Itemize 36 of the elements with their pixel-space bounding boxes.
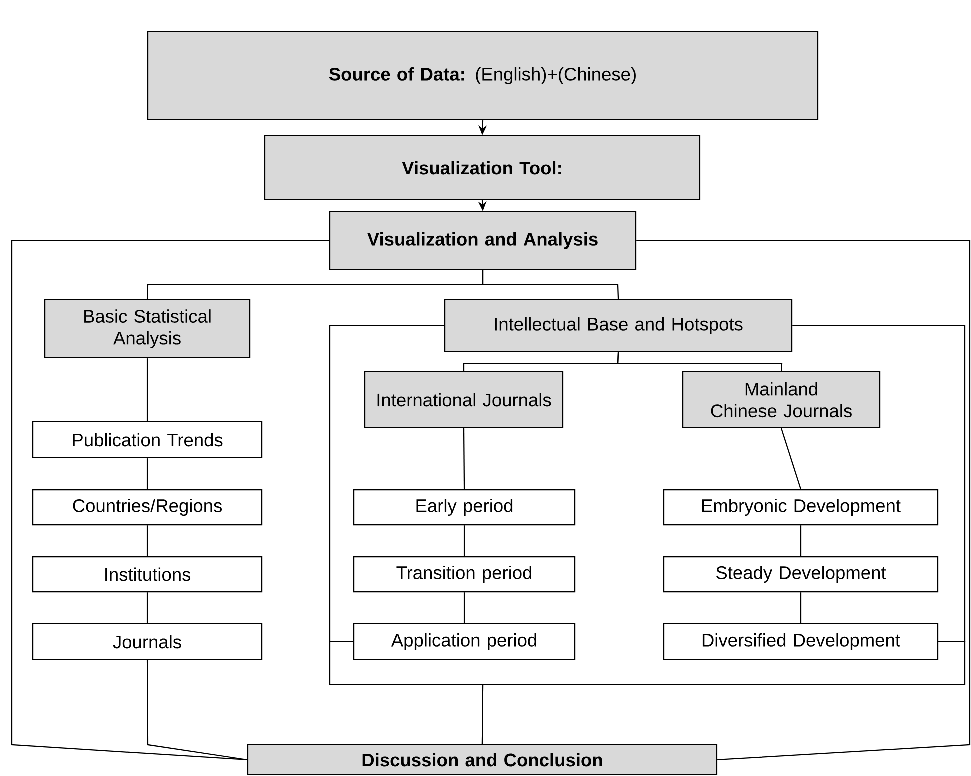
connector-line [617,352,783,372]
connector-line [146,592,148,624]
connector-line [464,592,466,624]
connector-line [11,240,330,761]
connector-line [464,526,466,556]
connector-line [146,458,148,490]
item-box: Journals [32,623,263,661]
item-box: Application period [353,623,576,661]
connector-line [146,526,148,556]
connector-line [780,428,802,490]
item-box: Steady Development [663,556,939,593]
category-box: Mainland Chinese Journals [682,371,881,429]
item-box: Transition period [353,556,576,593]
item-box: Publication Trends [32,421,263,459]
connector-line [329,325,444,643]
item-box: Countries/Regions [32,489,263,526]
item-box: Early period [353,489,576,526]
conclusion-box: Discussion and Conclusion [247,744,718,776]
category-box: International Journals [364,371,564,429]
tool-box: Visualization Tool: [264,135,701,201]
item-box: Diversified Development [663,623,939,661]
category-box: Intellectual Base and Hotspots [444,299,793,353]
connector-line [463,428,466,490]
item-box: Institutions [32,556,263,593]
analysis-box: Visualization and Analysis [329,211,637,271]
connector-line [146,660,248,761]
connector-line [792,325,966,643]
connector-line [482,270,620,300]
connector-line [146,358,148,422]
connector-line [636,240,971,761]
connector-line [800,592,802,624]
category-box: Basic Statistical Analysis [44,299,251,359]
item-box: Embryonic Development [663,489,939,526]
connector-line [482,641,966,744]
connector-line [800,526,802,556]
source-box: Source of Data: (English)+(Chinese) [147,31,819,121]
